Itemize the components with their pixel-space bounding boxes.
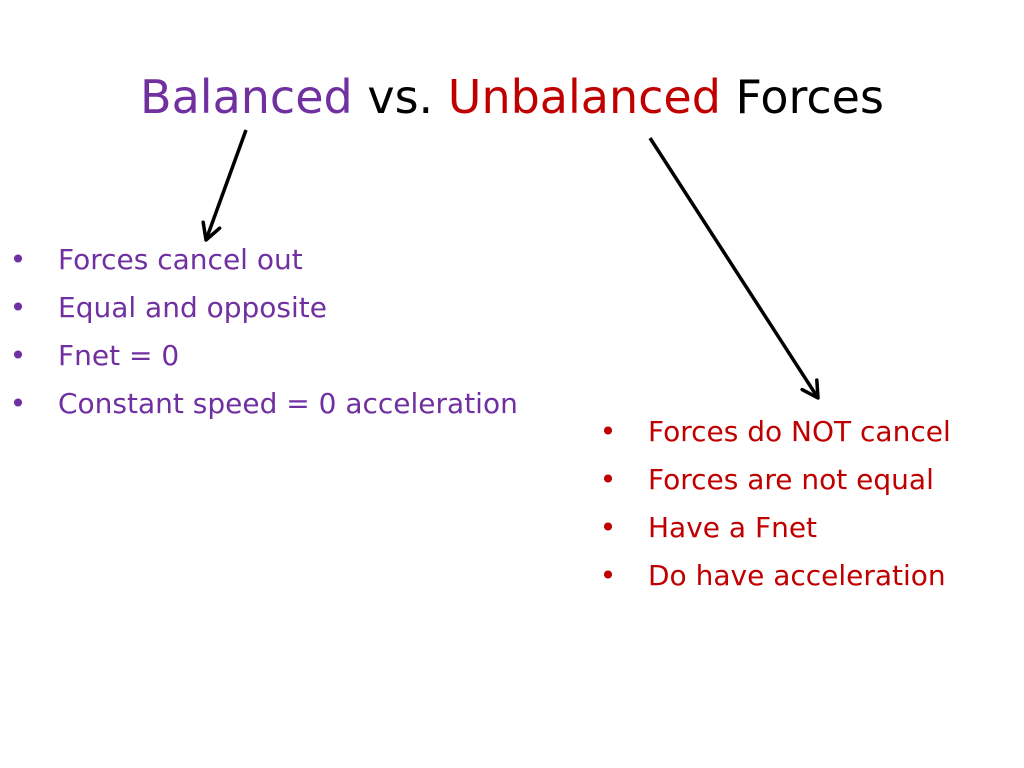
- bullet-icon: •: [9, 291, 27, 324]
- list-item: • Equal and opposite: [8, 284, 518, 332]
- list-item: • Have a Fnet: [598, 504, 951, 552]
- list-item: • Forces are not equal: [598, 456, 951, 504]
- list-item: • Forces do NOT cancel: [598, 408, 951, 456]
- list-item-text: Do have acceleration: [648, 559, 946, 592]
- slide-title: Balanced vs. Unbalanced Forces: [0, 66, 1024, 128]
- list-item-text: Equal and opposite: [58, 291, 328, 324]
- bullet-icon: •: [599, 463, 617, 496]
- list-item: • Fnet = 0: [8, 332, 518, 380]
- list-item-text: Fnet = 0: [58, 339, 180, 372]
- title-word-balanced: Balanced: [140, 70, 353, 124]
- balanced-list: • Forces cancel out • Equal and opposite •…: [8, 236, 518, 428]
- bullet-icon: •: [9, 339, 27, 372]
- bullet-icon: •: [9, 243, 27, 276]
- title-word-vs: vs.: [367, 70, 434, 124]
- bullet-icon: •: [599, 511, 617, 544]
- list-item-text: Forces cancel out: [58, 243, 303, 276]
- title-word-unbalanced: Unbalanced: [447, 70, 721, 124]
- bullet-icon: •: [599, 415, 617, 448]
- bullet-icon: •: [599, 559, 617, 592]
- list-item-text: Constant speed = 0 acceleration: [58, 387, 518, 420]
- title-word-forces: Forces: [735, 70, 884, 124]
- bullet-icon: •: [9, 387, 27, 420]
- list-item-text: Forces are not equal: [648, 463, 934, 496]
- arrow-to-balanced: [201, 129, 248, 242]
- arrow-to-unbalanced: [648, 137, 820, 400]
- list-item: • Forces cancel out: [8, 236, 518, 284]
- list-item: • Constant speed = 0 acceleration: [8, 380, 518, 428]
- list-item-text: Forces do NOT cancel: [648, 415, 951, 448]
- unbalanced-list: • Forces do NOT cancel • Forces are not eq…: [598, 408, 951, 600]
- list-item: • Do have acceleration: [598, 552, 951, 600]
- list-item-text: Have a Fnet: [648, 511, 818, 544]
